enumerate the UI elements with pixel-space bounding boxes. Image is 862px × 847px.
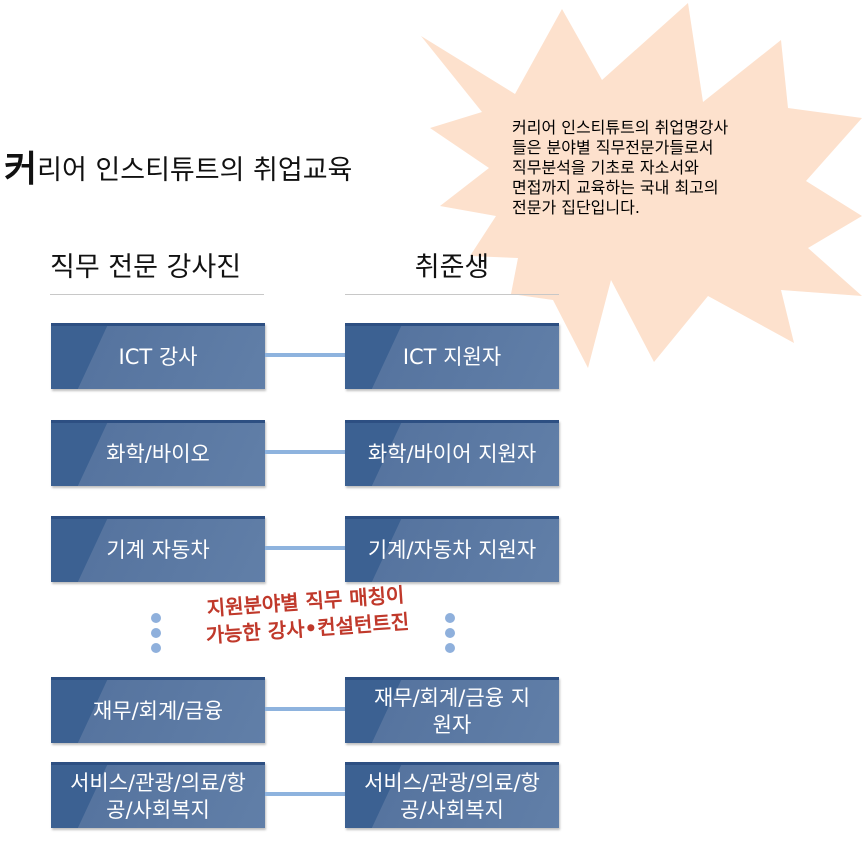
right-heading-rule	[345, 294, 559, 295]
left-box-chem-bio: 화학/바이오	[51, 420, 265, 486]
connector-line	[265, 546, 345, 550]
page-title: 커리어 인스티튜트의 취업교육	[4, 150, 352, 191]
left-box-mech-auto: 기계 자동차	[51, 516, 265, 582]
left-box-ict: ICT 강사	[51, 323, 265, 389]
right-box-chem-bio: 화학/바이어 지원자	[345, 420, 559, 486]
page-title-rest: 리어 인스티튜트의 취업교육	[37, 155, 353, 186]
left-column-heading: 직무 전문 강사진	[50, 252, 242, 283]
left-box-label: 서비스/관광/의료/항공/사회복지	[70, 770, 246, 822]
ellipsis-dot	[151, 643, 161, 653]
ellipsis-dot	[151, 613, 161, 623]
right-ellipsis-dots	[445, 613, 459, 658]
callout-line-3: 직무분석을 기초로 자소서와	[512, 158, 699, 177]
starburst-polygon	[421, 3, 862, 368]
right-box-ict: ICT 지원자	[345, 323, 559, 389]
callout-line-5: 전문가 집단입니다.	[512, 198, 640, 217]
ellipsis-dot	[445, 628, 455, 638]
ellipsis-dot	[445, 643, 455, 653]
left-box-service: 서비스/관광/의료/항공/사회복지	[51, 762, 265, 828]
right-box-label: ICT 지원자	[402, 345, 502, 369]
left-box-label: ICT 강사	[118, 345, 198, 369]
right-box-label: 기계/자동차 지원자	[367, 538, 537, 562]
left-heading-rule	[50, 294, 264, 295]
ellipsis-dot	[151, 628, 161, 638]
left-box-label: 재무/회계/금융	[92, 699, 224, 723]
callout-line-1: 커리어 인스티튜트의 취업명강사	[512, 118, 729, 137]
connector-line	[265, 450, 345, 454]
ellipsis-dot	[445, 613, 455, 623]
right-box-label: 서비스/관광/의료/항공/사회복지	[364, 770, 540, 822]
right-box-mech-auto: 기계/자동차 지원자	[345, 516, 559, 582]
right-box-label: 화학/바이어 지원자	[367, 442, 537, 466]
left-box-label: 화학/바이오	[106, 442, 210, 466]
left-box-label: 기계 자동차	[106, 538, 210, 562]
callout-line-2: 들은 분야별 직무전문가들로서	[512, 138, 714, 157]
right-column-heading: 취준생	[414, 252, 490, 283]
left-box-finance: 재무/회계/금융	[51, 677, 265, 743]
right-box-label: 재무/회계/금융 지원자	[373, 685, 531, 737]
starburst-callout: 커리어 인스티튜트의 취업명강사 들은 분야별 직무전문가들로서 직무분석을 기…	[512, 118, 812, 218]
left-ellipsis-dots	[151, 613, 165, 658]
right-box-finance: 재무/회계/금융 지원자	[345, 677, 559, 743]
connector-line	[265, 792, 345, 796]
page-title-initial: 커	[4, 149, 38, 190]
callout-line-4: 면접까지 교육하는 국내 최고의	[512, 178, 719, 197]
connector-line	[265, 353, 345, 357]
right-box-service: 서비스/관광/의료/항공/사회복지	[345, 762, 559, 828]
connector-line	[265, 707, 345, 711]
